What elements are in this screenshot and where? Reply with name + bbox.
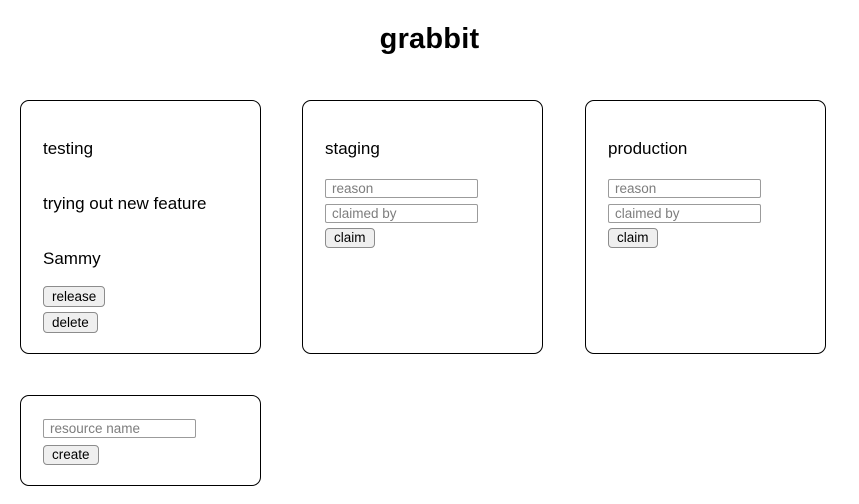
create-button[interactable]: create	[43, 445, 99, 465]
delete-button[interactable]: delete	[43, 312, 98, 333]
resource-claimed-by-label: Sammy	[43, 249, 101, 268]
resource-name-label: testing	[43, 139, 94, 158]
resource-card-production: production claim	[585, 100, 826, 354]
page-title: grabbit	[379, 23, 480, 55]
release-button[interactable]: release	[43, 286, 106, 307]
reason-input[interactable]	[608, 179, 761, 198]
claim-button[interactable]: claim	[325, 228, 375, 248]
resource-name-label: production	[608, 139, 688, 158]
claim-button[interactable]: claim	[608, 228, 658, 248]
resource-name-input[interactable]	[43, 419, 196, 438]
reason-input[interactable]	[325, 179, 478, 198]
create-resource-card: create	[20, 395, 261, 486]
resource-card-testing: testing trying out new feature Sammy rel…	[20, 100, 261, 354]
resource-name-label: staging	[325, 139, 380, 158]
resource-card-staging: staging claim	[302, 100, 543, 354]
claimed-by-input[interactable]	[325, 204, 478, 223]
resource-reason-label: trying out new feature	[43, 194, 207, 213]
claimed-by-input[interactable]	[608, 204, 761, 223]
